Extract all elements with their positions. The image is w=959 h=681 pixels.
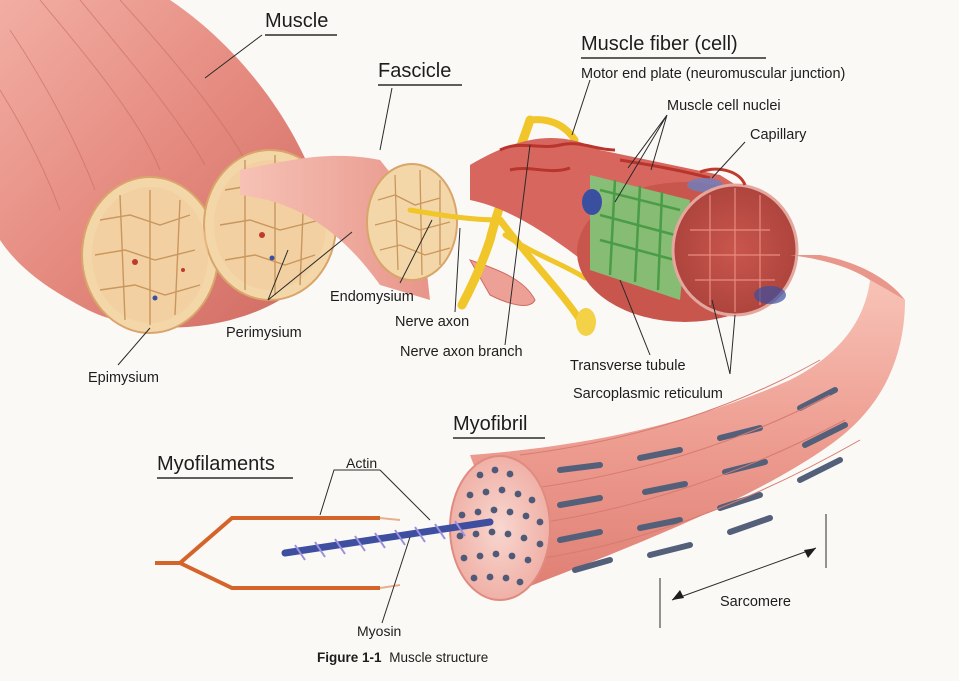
label-perimysium: Perimysium bbox=[226, 325, 302, 341]
label-nerve-axon: Nerve axon bbox=[395, 314, 469, 330]
svg-text:Figure 1-1 Muscle struct: Figure 1-1 Muscle structure bbox=[317, 650, 488, 665]
myofibril bbox=[449, 255, 905, 601]
caption-text: Muscle structure bbox=[389, 650, 488, 665]
labels: Muscle Fascicle Muscle fiber (cell) Moto… bbox=[88, 10, 845, 639]
label-capillary: Capillary bbox=[750, 127, 807, 143]
muscle-cross-section bbox=[81, 149, 337, 334]
label-myofilaments: Myofilaments bbox=[157, 453, 275, 475]
label-actin: Actin bbox=[346, 455, 377, 471]
fascicle bbox=[240, 155, 536, 306]
myofilaments-drawing bbox=[155, 516, 494, 590]
muscle-fiber bbox=[470, 138, 799, 322]
leader-lines bbox=[117, 34, 827, 628]
label-sarcoplasmic-reticulum: Sarcoplasmic reticulum bbox=[573, 386, 723, 402]
label-epimysium: Epimysium bbox=[88, 370, 159, 386]
caption-figure-number: Figure 1-1 bbox=[317, 650, 382, 665]
label-muscle-cell-nuclei: Muscle cell nuclei bbox=[667, 98, 781, 114]
label-muscle: Muscle bbox=[265, 10, 328, 32]
label-sarcomere: Sarcomere bbox=[720, 594, 791, 610]
label-myofibril: Myofibril bbox=[453, 413, 527, 435]
label-nerve-axon-branch: Nerve axon branch bbox=[400, 344, 523, 360]
label-endomysium: Endomysium bbox=[330, 289, 414, 305]
label-myosin: Myosin bbox=[357, 623, 401, 639]
label-motor-end-plate: Motor end plate (neuromuscular junction) bbox=[581, 66, 845, 82]
label-fascicle: Fascicle bbox=[378, 60, 451, 82]
figure-caption: Figure 1-1 Muscle structure bbox=[317, 650, 488, 665]
label-transverse-tubule: Transverse tubule bbox=[570, 358, 686, 374]
label-muscle-fiber: Muscle fiber (cell) bbox=[581, 33, 738, 55]
